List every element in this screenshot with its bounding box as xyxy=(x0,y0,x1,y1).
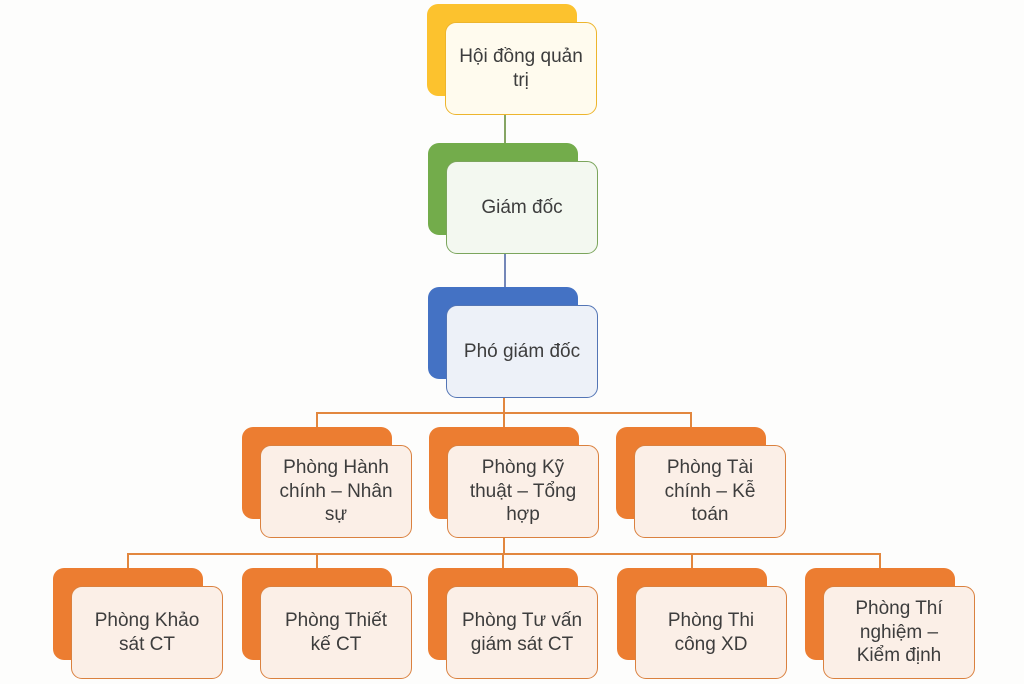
node-card: Phó giám đốc xyxy=(446,305,598,398)
node-card: Phòng Thi công XD xyxy=(635,586,787,679)
node-card: Phòng Hành chính – Nhân sự xyxy=(260,445,412,538)
connector-technical-row xyxy=(503,538,505,554)
connector-drop-admin-hr xyxy=(316,413,318,428)
org-node-design: Phòng Thiết kế CT xyxy=(242,568,416,682)
node-card: Phòng Thí nghiệm – Kiểm định xyxy=(823,586,975,679)
node-label: Phó giám đốc xyxy=(463,340,581,362)
node-card: Giám đốc xyxy=(446,161,598,254)
connector-drop-design xyxy=(316,554,318,569)
org-node-deputy-director: Phó giám đốc xyxy=(428,287,602,401)
org-node-testing-inspection: Phòng Thí nghiệm – Kiểm định xyxy=(805,568,979,682)
connector-drop-supervision xyxy=(502,554,504,569)
node-label: Phòng Hành chính – Nhân sự xyxy=(279,456,393,526)
node-label: Giám đốc xyxy=(481,196,563,218)
node-label: Phòng Tài chính – Kễ toán xyxy=(664,456,756,526)
node-card: Phòng Tài chính – Kễ toán xyxy=(634,445,786,538)
node-label: Phòng Khảo sát CT xyxy=(94,609,200,655)
org-node-construction: Phòng Thi công XD xyxy=(617,568,791,682)
org-node-supervision-consulting: Phòng Tư vấn giám sát CT xyxy=(428,568,602,682)
node-label: Phòng Kỹ thuật – Tổng hợp xyxy=(469,456,577,526)
org-node-survey: Phòng Khảo sát CT xyxy=(53,568,227,682)
node-label: Hội đồng quản trị xyxy=(459,45,583,91)
node-card: Phòng Tư vấn giám sát CT xyxy=(446,586,598,679)
connector-deputy-row xyxy=(503,397,505,413)
org-node-board: Hội đồng quản trị xyxy=(427,4,601,118)
node-label: Phòng Thiết kế CT xyxy=(284,609,388,655)
node-label: Phòng Thi công XD xyxy=(667,609,755,655)
node-card: Phòng Kỹ thuật – Tổng hợp xyxy=(447,445,599,538)
connector-board-director xyxy=(504,114,506,144)
node-card: Phòng Thiết kế CT xyxy=(260,586,412,679)
org-node-director: Giám đốc xyxy=(428,143,602,257)
org-node-finance-accounting: Phòng Tài chính – Kễ toán xyxy=(616,427,790,541)
org-node-admin-hr: Phòng Hành chính – Nhân sự xyxy=(242,427,416,541)
node-card: Phòng Khảo sát CT xyxy=(71,586,223,679)
connector-director-deputy xyxy=(504,253,506,288)
node-card: Hội đồng quản trị xyxy=(445,22,597,115)
node-label: Phòng Thí nghiệm – Kiểm định xyxy=(855,597,943,667)
connector-drop-technical xyxy=(503,413,505,428)
connector-drop-testing xyxy=(879,554,881,569)
connector-drop-construction xyxy=(691,554,693,569)
org-node-technical-general: Phòng Kỹ thuật – Tổng hợp xyxy=(429,427,603,541)
connector-drop-survey xyxy=(127,554,129,569)
connector-drop-finance xyxy=(690,413,692,428)
node-label: Phòng Tư vấn giám sát CT xyxy=(461,609,583,655)
connector-row3-horizontal xyxy=(127,553,881,555)
